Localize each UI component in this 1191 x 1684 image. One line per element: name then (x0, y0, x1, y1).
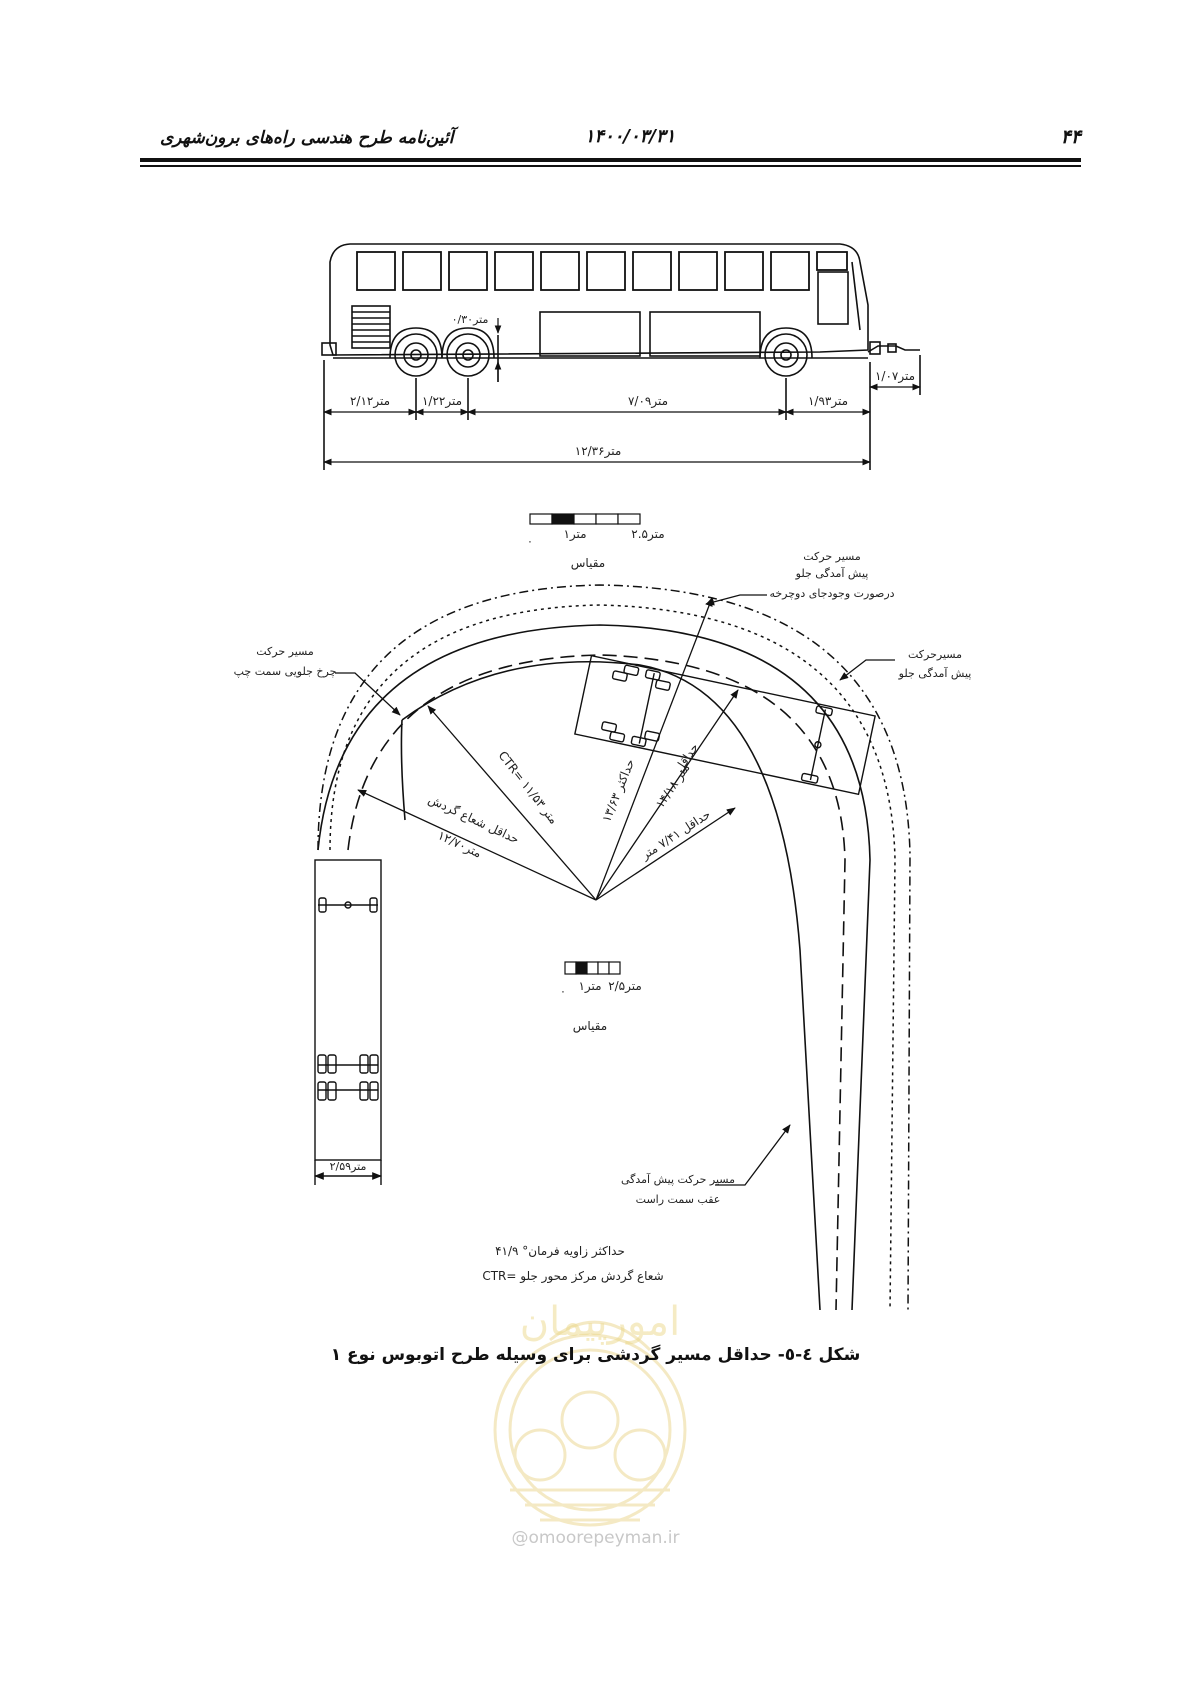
bus-plan-left (314, 859, 382, 1185)
scale-mid-zero: ۰ (560, 985, 566, 998)
label-radius-max: حداکثر ۱۳/۶۳ (599, 757, 638, 824)
label-path-wheel-2: چرخ جلویی سمت چپ (234, 665, 337, 678)
dim-total-length: ۱۲/۳۶متر (575, 444, 622, 459)
header-date: ۱۴۰۰/۰۳/۳۱ (584, 126, 676, 147)
scale-top-title: مقیاس (571, 556, 605, 571)
leader-lines (335, 594, 895, 1186)
label-bus-width: ۲/۵۹متر (330, 1160, 367, 1173)
header-rule-thick (140, 158, 1081, 162)
bus-dimension-lines (323, 318, 921, 466)
figure-caption: شکل ٤-٥- حداقل مسیر گردشی برای وسیله طرح… (330, 1345, 861, 1365)
scale-top-zero: ۰ (527, 535, 533, 548)
bus-elevation (321, 243, 921, 470)
scale-bar-top (529, 513, 641, 525)
label-radius-ctr: CTR= ۱۱/۵۳ متر (495, 748, 561, 827)
label-radius-min-inner: حداقل ۷/۴۱ متر (638, 807, 714, 863)
turning-paths (317, 584, 911, 1311)
bus-plan-top (574, 654, 876, 796)
dim-wheelbase: ۷/۰۹متر (628, 394, 668, 409)
watermark-website: @omoorepeyman.ir (511, 1528, 680, 1548)
scale-mid-title: مقیاس (573, 1019, 607, 1034)
label-path-front-1: مسیرحرکت (908, 648, 962, 661)
scale-top-right: ۲.۵متر (631, 527, 664, 542)
scale-mid-mid: ۱متر (578, 979, 601, 994)
label-path-rear-2: عقب سمت راست (636, 1193, 721, 1206)
label-path-bicycle-1: مسیر حرکت (803, 550, 861, 563)
label-path-bicycle-2: پیش آمدگی جلو (795, 566, 869, 580)
watermark-brand: امورپیمان (520, 1299, 680, 1345)
dim-front-overhang: ۱/۰۷متر (875, 369, 915, 384)
dim-front-section: ۱/۹۳متر (808, 394, 848, 409)
label-radius-min-turn-2: ۱۲/۷۰متر (435, 828, 483, 861)
note-steering-angle: حداکثر زاویه فرمان° ۴۱/۹ (495, 1244, 625, 1259)
scale-bar-mid (564, 961, 621, 975)
scale-top-mid: ۱متر (563, 527, 586, 542)
dim-axle-spacing: ۱/۲۲متر (422, 394, 462, 409)
watermark-logo (493, 1320, 687, 1527)
label-path-bicycle-3: درصورت وجودجای دوچرخه (769, 587, 894, 600)
label-path-front-2: پیش آمدگی جلو (898, 666, 972, 680)
label-path-wheel-1: مسیر حرکت (256, 645, 314, 658)
page-number: ۴۴ (1060, 126, 1081, 148)
radius-lines (357, 597, 739, 901)
dim-wheel-clearance: ۰/۳۰متر (452, 313, 489, 326)
dim-rear-overhang: ۲/۱۲متر (350, 394, 390, 409)
label-path-rear-1: مسیر حرکت پیش آمدگی (621, 1172, 735, 1186)
scale-mid-right: ۲/۵متر (608, 979, 642, 994)
note-ctr-definition: CTR= شعاع گردش مرکز محور جلو (482, 1269, 663, 1284)
header-rule-thin (140, 165, 1081, 167)
header-title: آئین‌نامه طرح هندسی راه‌های برون‌شهری (160, 128, 454, 148)
